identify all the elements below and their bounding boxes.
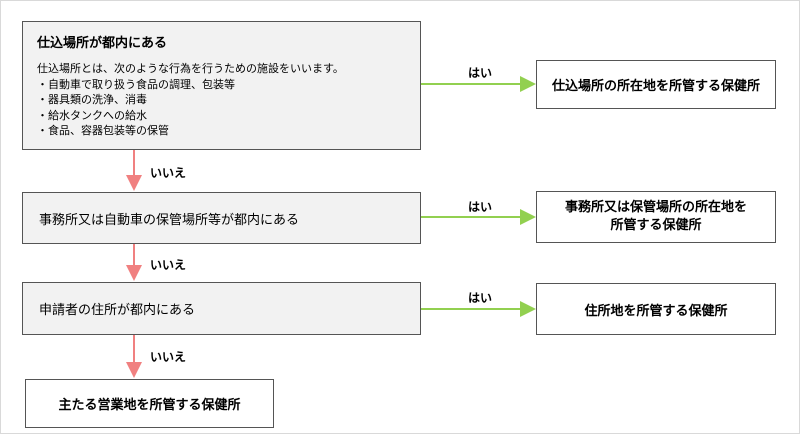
yes-label-3: はい	[468, 291, 493, 305]
question-3-text: 申請者の住所が都内にある	[39, 303, 196, 318]
question-1-item: ・食品、容器包装等の保管	[37, 124, 169, 137]
question-1-item: ・給水タンクへの給水	[37, 108, 147, 122]
question-1-item: ・器具類の洗浄、消毒	[37, 93, 147, 106]
no-label-3: いいえ	[150, 350, 187, 364]
question-1-title: 仕込場所が都内にある	[37, 36, 168, 51]
question-1-intro: 仕込場所とは、次のような行為を行うための施設をいいます。	[37, 62, 344, 75]
result-4-text: 主たる営業地を所管する保健所	[58, 398, 241, 413]
question-box-1: 仕込場所が都内にある 仕込場所とは、次のような行為を行うための施設をいいます。 …	[22, 21, 421, 150]
no-label-2: いいえ	[150, 258, 187, 272]
result-2-line-2: 所管する保健所	[610, 218, 702, 233]
question-1-item: ・自動車で取り扱う食品の調理、包装等	[37, 77, 235, 91]
yes-label-1: はい	[468, 66, 493, 80]
result-3-text: 住所地を所管する保健所	[584, 303, 728, 319]
question-2-text: 事務所又は自動車の保管場所等が都内にある	[39, 212, 300, 228]
yes-label-2: はい	[468, 200, 493, 214]
result-box-1: 仕込場所の所在地を所管する保健所	[536, 60, 776, 109]
question-box-2: 事務所又は自動車の保管場所等が都内にある	[22, 192, 421, 244]
result-box-3: 住所地を所管する保健所	[536, 283, 776, 335]
result-box-4: 主たる営業地を所管する保健所	[25, 379, 274, 428]
question-box-3: 申請者の住所が都内にある	[22, 282, 421, 335]
result-2-line-1: 事務所又は保管場所の所在地を	[564, 200, 747, 215]
question-1-body: 仕込場所とは、次のような行為を行うための施設をいいます。 ・自動車で取り扱う食品…	[37, 61, 406, 139]
result-1-text: 仕込場所の所在地を所管する保健所	[551, 79, 760, 94]
result-box-2: 事務所又は保管場所の所在地を 所管する保健所	[536, 191, 776, 243]
no-label-1: いいえ	[150, 166, 187, 180]
